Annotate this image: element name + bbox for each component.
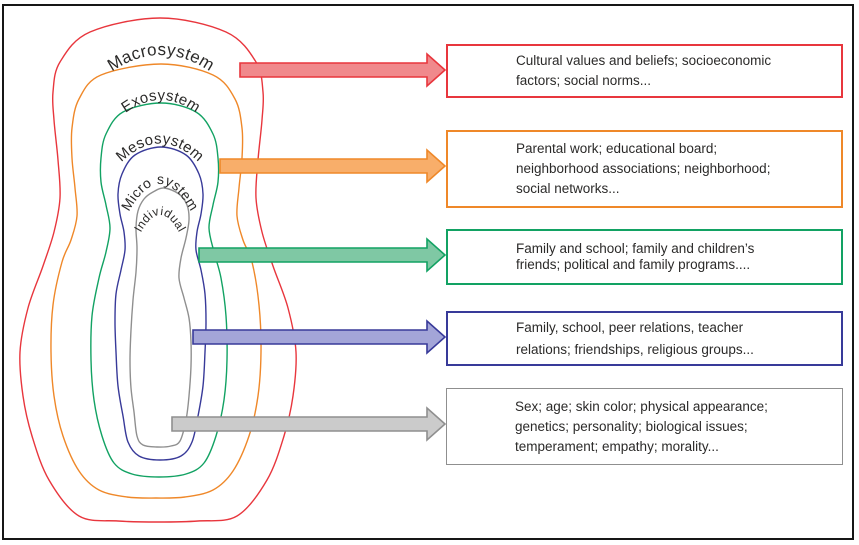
mesosystem-ring (90, 102, 228, 478)
description-line: friends; political and family programs..… (516, 257, 751, 272)
description-line: Cultural values and beliefs; socioeconom… (516, 53, 772, 68)
individual-arrow (171, 406, 447, 442)
system-rings (19, 17, 297, 523)
individual-description-text: Sex; age; skin color; physical appearanc… (447, 397, 778, 457)
individual-ring (129, 187, 192, 448)
macrosystem-description-box: Cultural values and beliefs; socioeconom… (446, 44, 843, 98)
system-labels: Macrosystem Exosystem Mesosystem Micro s… (104, 40, 218, 234)
mesosystem-description-text: Family and school; family and children’s… (448, 241, 764, 273)
macrosystem-description-text: Cultural values and beliefs; socioeconom… (448, 51, 781, 91)
mesosystem-description-box: Family and school; family and children’s… (446, 229, 843, 285)
description-line: relations; friendships, religious groups… (516, 341, 754, 357)
description-line: social networks... (516, 181, 620, 196)
description-line: neighborhood associations; neighborhood; (516, 161, 771, 176)
individual-description-box: Sex; age; skin color; physical appearanc… (446, 388, 843, 465)
exosystem-description-box: Parental work; educational board; neighb… (446, 130, 843, 208)
exosystem-arrow (219, 148, 447, 184)
exosystem-label: Exosystem (118, 87, 203, 116)
description-line: Family and school; family and children’s (516, 241, 755, 256)
mesosystem-arrow (198, 237, 447, 273)
microsystem-ring (114, 146, 207, 461)
exosystem-description-text: Parental work; educational board; neighb… (448, 139, 780, 199)
description-line: Family, school, peer relations, teacher (516, 319, 744, 335)
description-line: factors; social norms... (516, 73, 652, 88)
exosystem-ring (50, 63, 262, 499)
microsystem-arrow (192, 319, 447, 355)
individual-label: Individual (131, 204, 189, 234)
description-line: Parental work; educational board; (516, 141, 718, 156)
system-arrows (171, 52, 447, 442)
mesosystem-label: Mesosystem (113, 130, 207, 165)
microsystem-description-box: Family, school, peer relations, teacher … (446, 311, 843, 366)
description-line: genetics; personality; biological issues… (515, 418, 748, 434)
macrosystem-label: Macrosystem (104, 40, 218, 75)
macrosystem-arrow (239, 52, 447, 88)
description-line: temperament; empathy; morality... (515, 438, 719, 454)
microsystem-description-text: Family, school, peer relations, teacher … (448, 317, 764, 361)
description-line: Sex; age; skin color; physical appearanc… (515, 398, 768, 414)
microsystem-label: Micro system (118, 171, 203, 214)
